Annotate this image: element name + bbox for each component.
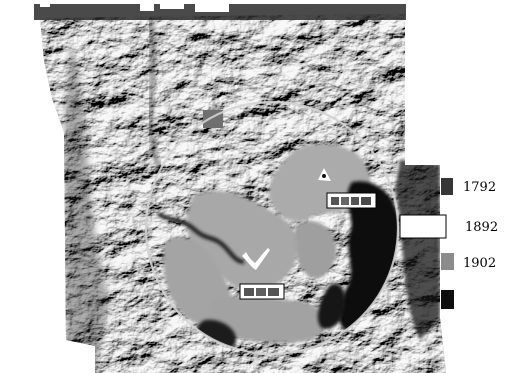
legend-header-panel [405,125,505,165]
white-mark [242,248,270,270]
river-channel [157,212,245,264]
peak-marker-dot [322,174,326,178]
study-circle [144,100,400,356]
legend-label: 1902 [463,256,496,271]
legend-label: 1792 [463,180,496,195]
dark-area [317,283,346,329]
legend-item-dark [441,290,454,309]
legend-item-1892: 1892 [399,214,498,239]
top-edge-strip [34,0,406,20]
place-label-box [326,192,377,209]
legend-swatch [441,290,454,309]
basin-area [157,143,398,353]
legend-label: 1892 [465,220,498,235]
legend-swatch [441,178,453,195]
flat-area [294,220,337,279]
legend-swatch [399,214,447,239]
legend-item-1902: 1902 [441,253,496,271]
legend-swatch [441,253,454,270]
place-label-box [239,283,285,300]
flat-area [208,295,326,344]
legend: 1792 1892 1902 [399,178,498,309]
legend-item-1792: 1792 [441,178,496,195]
